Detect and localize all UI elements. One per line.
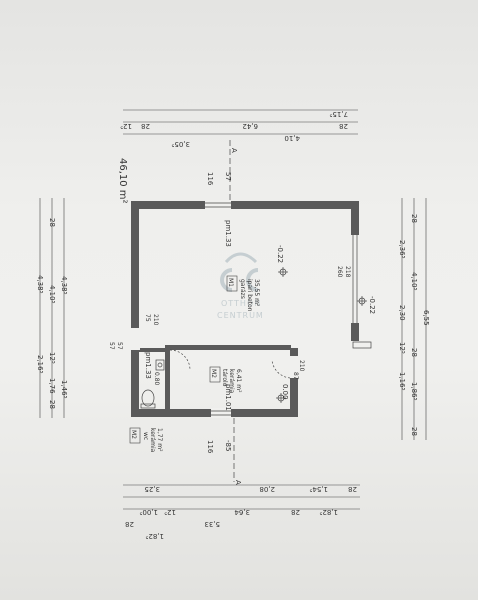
right-dim-d: 2,36⁵ xyxy=(398,240,406,259)
window-85-bottom: -85 xyxy=(224,440,232,451)
bottom-dim-f: 12⁵ xyxy=(164,508,176,516)
logo-line1: OTTHON xyxy=(221,299,261,308)
left-dim-b: 4,38⁵ xyxy=(36,275,44,294)
level-small: -0.22 xyxy=(276,245,284,263)
level-wc: pm1.33 xyxy=(144,352,152,379)
int-door-width: 87 xyxy=(292,372,299,380)
svg-text:M2: M2 xyxy=(130,430,137,439)
top-dim-c: 6,42 xyxy=(242,122,258,130)
right-dim-g: 28 xyxy=(410,348,418,357)
top-dim-f: 3,05⁵ xyxy=(171,140,190,148)
svg-text:1,77 m²: 1,77 m² xyxy=(156,428,163,452)
walls xyxy=(131,201,359,417)
svg-text:ipari beton: ipari beton xyxy=(246,279,253,312)
level-storage: pm1.01 xyxy=(224,384,232,411)
opening-lines xyxy=(169,202,372,416)
room-m1-label: M1 garázs ipari beton 35,55 m² xyxy=(226,275,260,312)
left-dim-g: 28 xyxy=(48,400,56,409)
bottom-dim-b: 2,08 xyxy=(259,485,275,493)
side-57-b: 57 xyxy=(116,342,123,350)
section-marker-top: A xyxy=(230,148,238,153)
top-dim-b: 28 xyxy=(141,122,150,130)
right-dim-c: 2,30 xyxy=(398,305,406,321)
svg-text:M2: M2 xyxy=(210,369,217,378)
bottom-dim-h: 28 xyxy=(291,508,300,516)
room-wc-label: M2 wc kerámia 1,77 m² xyxy=(129,427,163,453)
logo-line2: CENTRUM xyxy=(217,311,264,320)
bottom-dim-g: 3,64 xyxy=(234,508,250,516)
bottom-dim-i: 1,82⁵ xyxy=(319,508,338,516)
left-dim-c: 1,76 xyxy=(48,378,56,394)
left-dim-d: 12⁵ xyxy=(48,352,56,364)
right-dim-total: 6,55 xyxy=(422,310,430,326)
level-right: -0.22 xyxy=(368,296,376,314)
left-dim-f: 28 xyxy=(48,218,56,227)
right-dim-h: 4,10⁵ xyxy=(410,272,418,291)
side-57-a: 57 xyxy=(108,342,115,350)
top-dim-a: 12⁵ xyxy=(120,122,132,130)
top-dim-total: 7,15⁵ xyxy=(329,110,348,118)
room-m2-label: M2 tároló kerámia 6,41 m² xyxy=(209,366,242,394)
otthon-centrum-logo: OTTHON CENTRUM xyxy=(217,252,264,320)
svg-text:garázs: garázs xyxy=(239,279,246,299)
dimension-lines xyxy=(39,109,427,510)
left-dim-e: 4,10⁵ xyxy=(48,285,56,304)
int-door-height: 210 xyxy=(298,360,305,372)
left-dim-i: 4,38⁵ xyxy=(60,276,68,295)
bottom-dim-l: 1,82⁵ xyxy=(145,532,164,540)
svg-text:kerámia: kerámia xyxy=(228,369,235,394)
right-dim-a: 12⁵ xyxy=(398,342,406,354)
section-line xyxy=(229,140,235,482)
svg-text:35,55 m²: 35,55 m² xyxy=(253,279,260,307)
window-116-top: 116 xyxy=(206,172,214,186)
right-dim-e: 28 xyxy=(410,427,418,436)
bottom-dim-d: 28 xyxy=(348,485,357,493)
openings xyxy=(130,200,360,418)
top-dim-e: 4,10 xyxy=(284,134,300,142)
svg-text:6,41 m²: 6,41 m² xyxy=(235,369,242,393)
level-door: 0.00 xyxy=(281,384,289,400)
door-height: 210 xyxy=(152,314,159,326)
bottom-dim-a: 3,25 xyxy=(144,485,160,493)
wc-fixtures xyxy=(140,359,165,409)
svg-text:wc: wc xyxy=(142,432,149,440)
top-dim-d: 28 xyxy=(339,122,348,130)
left-dim-a: 2,16⁵ xyxy=(36,355,44,374)
bottom-dim-j: 28 xyxy=(125,520,134,528)
svg-text:kerámia: kerámia xyxy=(149,428,156,453)
bottom-dim-c: 1,54⁵ xyxy=(309,485,328,493)
section-marker-bottom: A xyxy=(234,480,242,485)
garage-door-width: 260 xyxy=(336,266,343,278)
bottom-dim-k: 5,33 xyxy=(204,520,220,528)
svg-text:tároló: tároló xyxy=(221,369,228,387)
total-area: 46,10 m² xyxy=(117,158,128,204)
right-dim-f: 1,86⁵ xyxy=(410,382,418,401)
level-garage: pm1.33 xyxy=(224,220,232,247)
window-116-bottom: 116 xyxy=(206,440,214,454)
level-marks xyxy=(276,267,367,403)
svg-text:M1: M1 xyxy=(227,278,234,287)
left-dim-h: 1,46⁵ xyxy=(60,380,68,399)
window-57-top: 57 xyxy=(224,172,232,181)
bottom-dim-e: 1,00⁵ xyxy=(139,508,158,516)
level-wc-small: 0.80 xyxy=(153,372,160,386)
right-dim-i: 28 xyxy=(410,214,418,223)
garage-door-height: 218 xyxy=(344,266,351,278)
door-width: 75 xyxy=(144,314,151,322)
right-dim-b: 1,16⁵ xyxy=(398,372,406,391)
